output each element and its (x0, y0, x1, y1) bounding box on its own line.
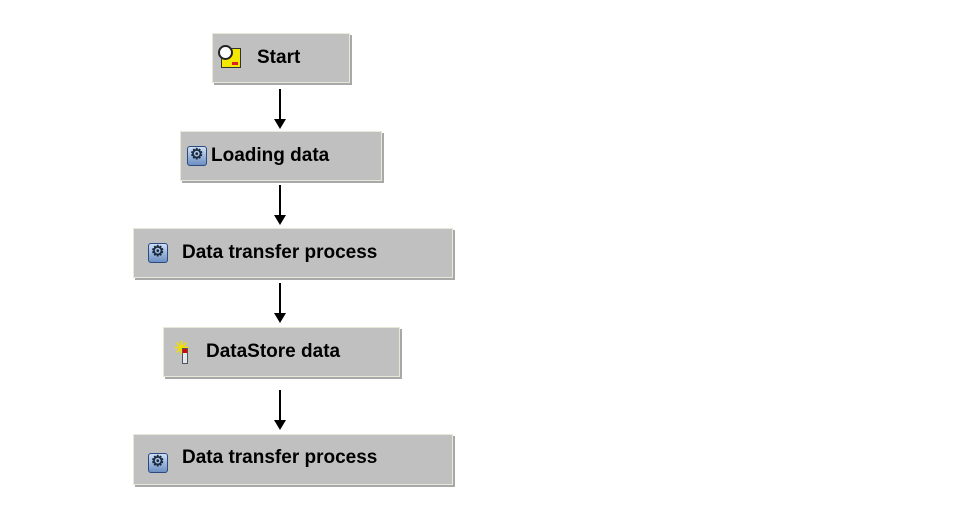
node-start[interactable]: Start (212, 33, 350, 83)
connector-arrow (274, 390, 286, 430)
node-label: Loading data (211, 145, 330, 166)
start-clock-icon (218, 45, 241, 68)
node-label: Data transfer process (182, 446, 378, 468)
connector-arrow (274, 283, 286, 323)
process-gear-icon (148, 242, 168, 263)
node-datastore-data[interactable]: DataStore data (163, 327, 400, 377)
magic-wand-icon (174, 338, 194, 364)
node-label: Data transfer process (182, 242, 378, 263)
process-gear-icon (187, 145, 207, 166)
node-label: DataStore data (206, 341, 341, 362)
connector-arrow (274, 185, 286, 225)
node-data-transfer-process[interactable]: Data transfer process (133, 228, 453, 278)
node-label: Start (257, 47, 301, 68)
process-gear-icon (148, 452, 168, 473)
node-loading-data[interactable]: Loading data (180, 131, 382, 181)
connector-arrow (274, 89, 286, 129)
node-data-transfer-process-2[interactable]: Data transfer process (133, 434, 453, 485)
